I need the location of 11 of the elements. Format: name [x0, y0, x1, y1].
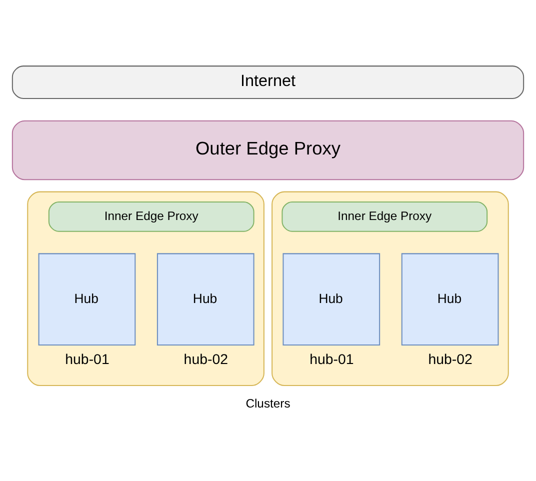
node-label: hub-02: [428, 352, 472, 368]
cluster: [272, 191, 509, 386]
node-label: hub-01: [65, 352, 110, 368]
node-label: hub-02: [184, 352, 228, 368]
node-label: hub-01: [310, 352, 354, 368]
cluster: [27, 191, 264, 386]
node-box: Outer Edge Proxy: [12, 120, 524, 180]
node-box: Inner Edge Proxy: [48, 201, 254, 232]
node-box: Inner Edge Proxy: [282, 201, 488, 232]
caption: Clusters: [246, 396, 290, 410]
node-box: Internet: [12, 66, 524, 100]
